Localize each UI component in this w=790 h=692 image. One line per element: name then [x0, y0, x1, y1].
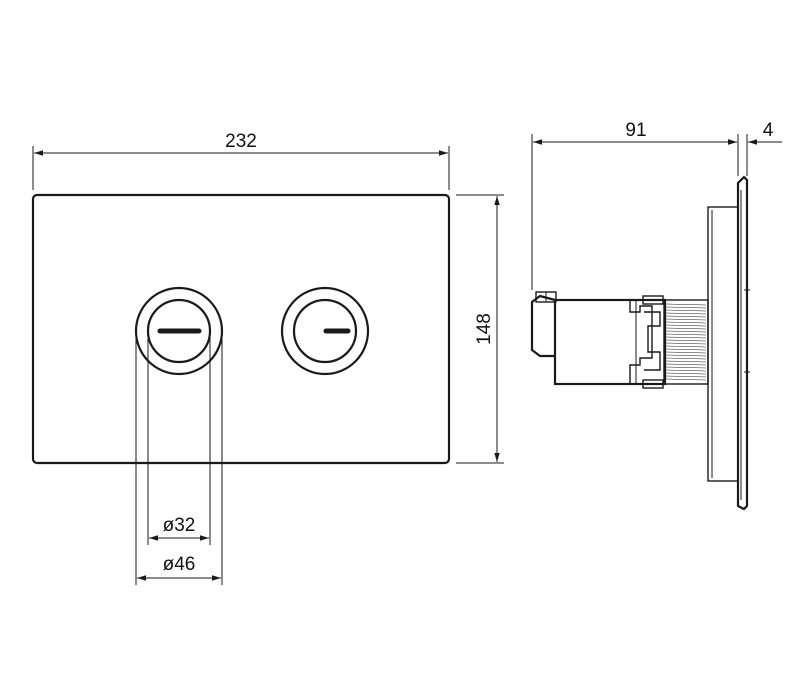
thread-line [665, 330, 707, 333]
thread-line [665, 324, 707, 327]
threaded-sleeve [663, 299, 709, 385]
outer-diameter-label: ø46 [163, 554, 196, 575]
thread-line [665, 318, 707, 321]
thread-line [665, 315, 707, 318]
side-plate-profile [736, 175, 749, 511]
thread-line [665, 375, 707, 378]
left-flush-button [134, 286, 224, 376]
thread-line [665, 306, 707, 309]
thread-line [665, 309, 707, 312]
mechanism-body [530, 291, 667, 389]
thread-line [665, 366, 707, 369]
side-view: 91 4 [530, 120, 782, 511]
front-view: 232 148 ø32 ø46 [31, 131, 504, 585]
thread-line [665, 369, 707, 372]
plate-height-label: 148 [474, 313, 495, 345]
button-diameter-dimensions: ø32 ø46 [135, 331, 223, 585]
thread-line [665, 303, 707, 306]
thread-line [665, 351, 707, 354]
flush-plate-outline [31, 193, 451, 465]
plate-thickness-dimension: 4 [723, 120, 782, 176]
thread-line [665, 312, 707, 315]
plate-width-dimension: 232 [32, 131, 450, 190]
thread-line [665, 363, 707, 366]
plate-height-dimension: 148 [456, 194, 504, 464]
mechanism-depth-label: 91 [625, 120, 646, 141]
right-flush-button [280, 286, 370, 376]
thread-line [665, 372, 707, 375]
plate-width-label: 232 [225, 131, 257, 152]
thread-line [665, 348, 707, 351]
thread-line [665, 360, 707, 363]
thread-line [665, 321, 707, 324]
thread-line [665, 336, 707, 339]
thread-line [665, 333, 707, 336]
thread-line [665, 354, 707, 357]
plate-thickness-label: 4 [763, 120, 774, 141]
thread-line [665, 327, 707, 330]
thread-line [665, 345, 707, 348]
thread-line [665, 342, 707, 345]
inner-diameter-label: ø32 [163, 515, 196, 536]
thread-line [665, 339, 707, 342]
thread-line [665, 378, 707, 381]
mechanism-depth-dimension: 91 [531, 120, 739, 290]
thread-line [665, 357, 707, 360]
